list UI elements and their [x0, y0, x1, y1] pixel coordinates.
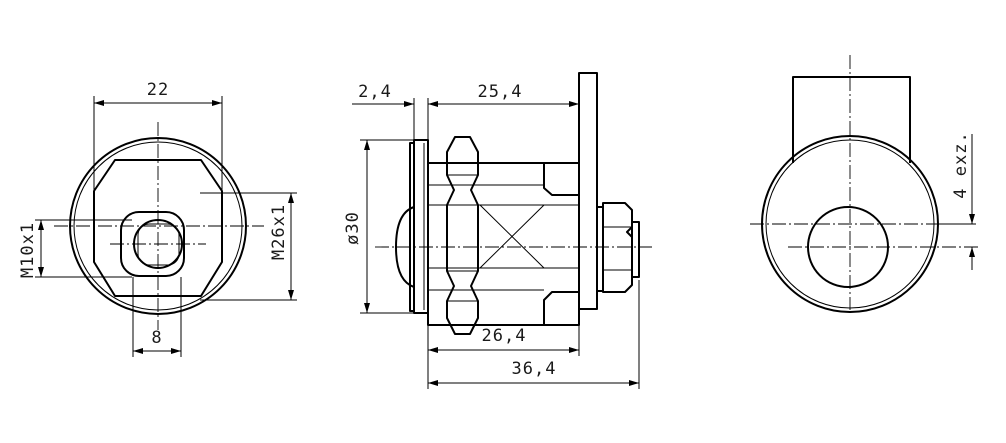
- side-bolt-end: [631, 221, 640, 278]
- side-key-flat-top: [543, 163, 579, 196]
- rear-view: 4 exz.: [750, 55, 980, 313]
- rear-cam-tab: [792, 76, 911, 163]
- side-dome: [395, 206, 415, 288]
- front-body-flats: [93, 159, 223, 297]
- eccentric-label: 4 exz.: [951, 131, 971, 198]
- length-b-label: 36,4: [512, 359, 557, 379]
- front-outer-ring: [69, 137, 247, 315]
- side-flange-collar: [413, 139, 429, 314]
- diameter-label: ø30: [343, 211, 363, 245]
- side-key-flat-bottom: [543, 291, 579, 325]
- side-cam-plate: [578, 72, 598, 310]
- body-length-label: 25,4: [478, 82, 523, 102]
- side-bolt-nut: [602, 202, 633, 293]
- front-view: 22 M26x1 M10x1 8: [18, 80, 297, 357]
- side-hex-nut: [446, 136, 479, 335]
- flange-label: 2,4: [358, 82, 392, 102]
- length-a-label: 26,4: [482, 326, 527, 346]
- thread-label: M26x1: [269, 204, 289, 260]
- side-body-cross-2: [479, 204, 545, 269]
- bolt-thread-label: M10x1: [18, 222, 38, 278]
- front-bolt-inner: [137, 223, 180, 266]
- bolt-width-label: 8: [151, 328, 162, 348]
- side-view: 2,4 25,4 ø30 26,4 36,4: [343, 72, 652, 389]
- front-width-label: 22: [147, 80, 169, 100]
